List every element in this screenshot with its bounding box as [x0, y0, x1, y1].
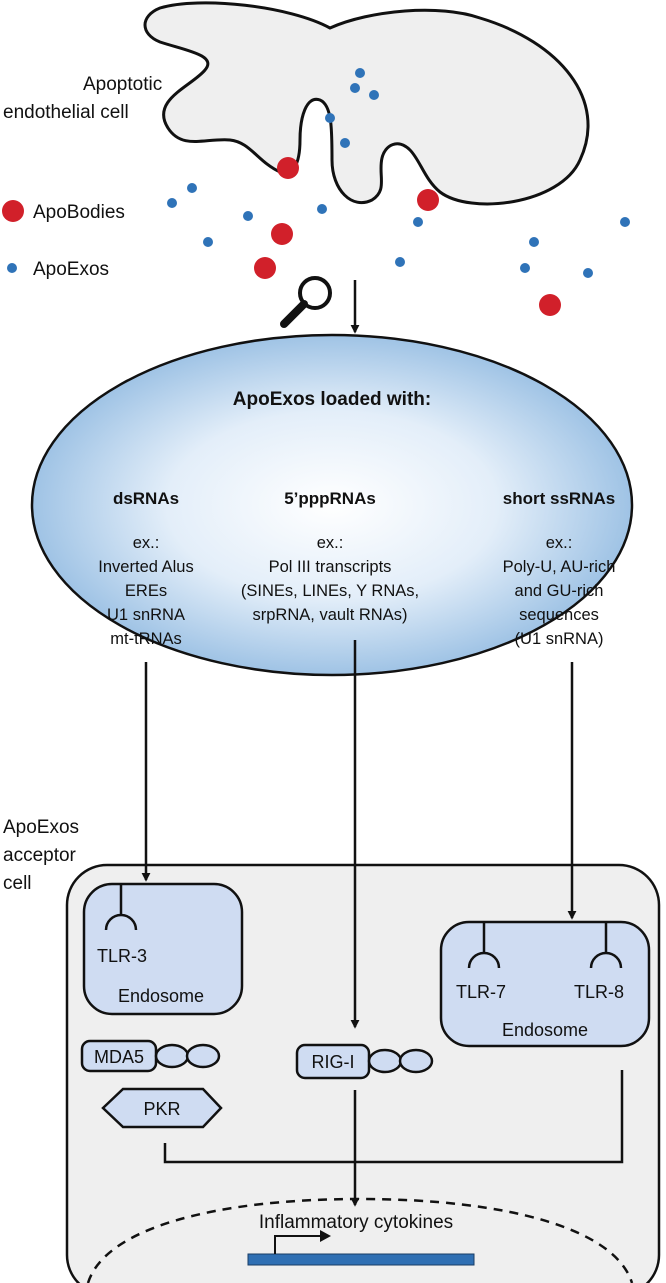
apoexo-oval	[30, 333, 634, 677]
nucleus-envelope	[86, 1197, 634, 1283]
apoexo	[529, 237, 539, 247]
apoexo	[413, 217, 423, 227]
apoexo	[243, 211, 253, 221]
apobody	[277, 157, 299, 179]
endosome-right	[439, 920, 651, 1048]
column-line: EREs	[125, 582, 167, 600]
tlr7-receptor	[467, 922, 501, 969]
apoexo	[583, 268, 593, 278]
apoexo	[350, 83, 360, 93]
apoexo	[203, 237, 213, 247]
column-line: U1 snRNA	[107, 606, 185, 624]
apobody-legend-dot	[2, 200, 24, 222]
apobody	[271, 223, 293, 245]
apoexo	[187, 183, 197, 193]
apoexo	[369, 90, 379, 100]
column-line: (SINEs, LINEs, Y RNAs,	[241, 582, 419, 600]
column-line: ex.:	[546, 534, 573, 552]
tlr3-receptor	[104, 884, 138, 931]
apoexo	[340, 138, 350, 148]
column-header: 5’pppRNAs	[284, 489, 376, 508]
column-line: ex.:	[133, 534, 160, 552]
column-line: Inverted Alus	[98, 558, 193, 576]
column-dsrnas: dsRNAs ex.: Inverted Alus EREs U1 snRNA …	[98, 489, 193, 648]
tlr8-receptor	[589, 922, 623, 969]
mda5-label: MDA5	[94, 1047, 144, 1067]
column-line: Poly-U, AU-rich	[503, 558, 616, 576]
apoptotic-cell	[143, 1, 590, 206]
acceptor-label-line2: acceptor	[3, 845, 77, 866]
column-line: Pol III transcripts	[269, 558, 392, 576]
rigi-receptor	[295, 1043, 434, 1080]
apoexo	[355, 68, 365, 78]
column-short-ssrnas: short ssRNAs ex.: Poly-U, AU-rich and GU…	[503, 489, 616, 648]
column-line: ex.:	[317, 534, 344, 552]
endosome-left-label: Endosome	[118, 986, 204, 1006]
tlr8-label: TLR-8	[574, 982, 624, 1002]
column-line: (U1 snRNA)	[515, 630, 604, 648]
apoexo-legend-dot	[7, 263, 17, 273]
mda5-receptor	[80, 1039, 221, 1073]
endosome-right-label: Endosome	[502, 1020, 588, 1040]
rigi-label: RIG-I	[312, 1052, 355, 1072]
apoexo	[167, 198, 177, 208]
signal-line-right	[355, 1070, 624, 1164]
acceptor-label-line1: ApoExos	[3, 817, 79, 838]
column-header: short ssRNAs	[503, 489, 615, 508]
apobodies	[254, 157, 561, 316]
cell-label-line2: endothelial cell	[3, 102, 129, 123]
promoter-arrow-icon	[274, 1235, 320, 1254]
apoexo	[395, 257, 405, 267]
cell-label-line1: Apoptotic	[83, 74, 162, 95]
tlr7-label: TLR-7	[456, 982, 506, 1002]
legend-apobodies: ApoBodies	[33, 202, 125, 223]
column-line: srpRNA, vault RNAs)	[253, 606, 408, 624]
acceptor-label-line3: cell	[3, 873, 32, 894]
nucleus-label: Inflammatory cytokines	[259, 1212, 453, 1233]
promoter-arrow-head	[320, 1230, 331, 1242]
pkr-label: PKR	[143, 1099, 180, 1119]
apoexos	[167, 68, 630, 278]
column-line: sequences	[519, 606, 599, 624]
pkr-shape	[101, 1087, 223, 1129]
apoexo	[317, 204, 327, 214]
legend-apoexos: ApoExos	[33, 259, 109, 280]
oval-title: ApoExos loaded with:	[233, 389, 431, 410]
apoexo	[520, 263, 530, 273]
apobody	[539, 294, 561, 316]
magnifier-icon	[280, 276, 332, 328]
column-header: dsRNAs	[113, 489, 179, 508]
apobody	[254, 257, 276, 279]
apobody	[417, 189, 439, 211]
tlr3-label: TLR-3	[97, 946, 147, 966]
apoexo	[325, 113, 335, 123]
apoexo	[620, 217, 630, 227]
signal-line-left	[163, 1143, 355, 1164]
endosome-left	[82, 882, 244, 1016]
gene-bar	[247, 1253, 475, 1266]
column-5ppprnas: 5’pppRNAs ex.: Pol III transcripts (SINE…	[241, 489, 419, 624]
column-line: mt-tRNAs	[110, 630, 182, 648]
column-line: and GU-rich	[515, 582, 604, 600]
